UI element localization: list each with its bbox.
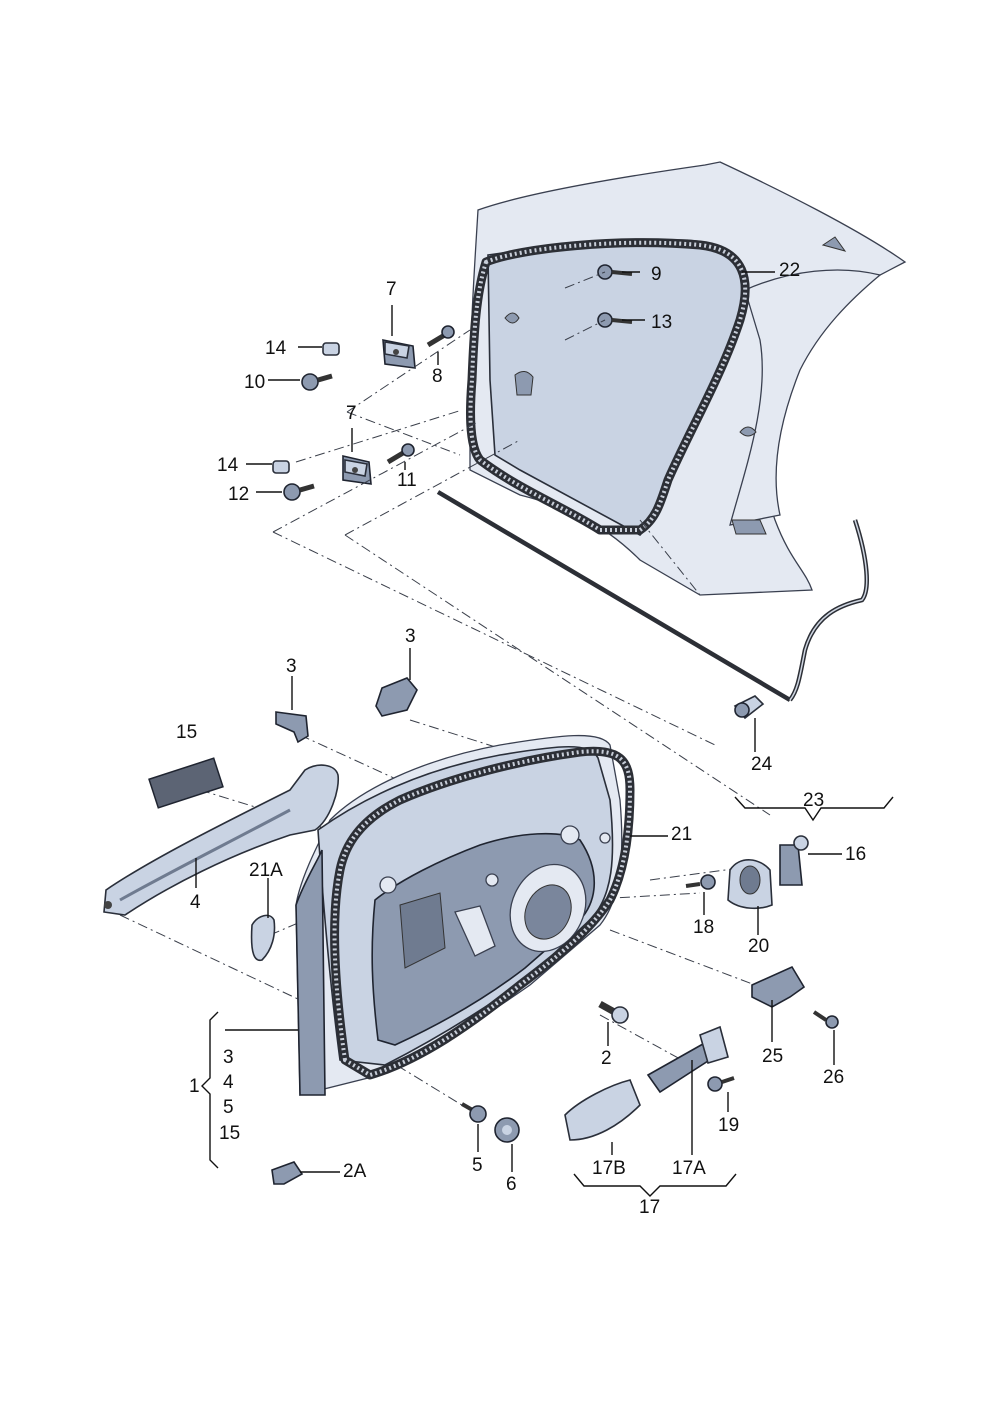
label-17A: 17A (672, 1158, 706, 1179)
bolt-5 (461, 1102, 487, 1123)
label-14-lower: 14 (217, 455, 239, 476)
bolt-12 (283, 483, 315, 501)
assembly-lines (119, 271, 771, 1111)
label-4: 4 (190, 892, 201, 913)
label-25: 25 (762, 1046, 784, 1067)
bolt-10 (301, 373, 333, 391)
stud-2 (598, 1000, 629, 1024)
label-15: 15 (176, 722, 198, 743)
bolt-9 (597, 264, 633, 280)
lower-hinge (342, 454, 372, 485)
label-24: 24 (751, 754, 773, 775)
label-18: 18 (693, 917, 715, 938)
brace-23 (734, 796, 894, 822)
label-3-left: 3 (286, 656, 297, 677)
label-9: 9 (651, 264, 662, 285)
part-16 (779, 835, 809, 886)
part-20 (727, 859, 773, 910)
brace-1 (201, 1011, 219, 1169)
label-21A: 21A (249, 860, 283, 881)
label-17B: 17B (592, 1158, 626, 1179)
label-17: 17 (639, 1197, 661, 1218)
clip-3a (275, 711, 309, 744)
label-1: 1 (189, 1076, 200, 1097)
bolt-8 (426, 325, 455, 348)
label-6: 6 (506, 1174, 517, 1195)
clip-2A (271, 1161, 304, 1185)
label-1-item-3: 3 (223, 1047, 234, 1068)
door-shell (295, 734, 623, 1096)
label-14-upper: 14 (265, 338, 287, 359)
label-7-lower: 7 (346, 403, 357, 424)
insulation-pad (148, 757, 224, 809)
label-13: 13 (651, 312, 673, 333)
door-seal (330, 746, 635, 1080)
label-8: 8 (432, 366, 443, 387)
grommet-24 (733, 695, 765, 720)
bolt-19 (707, 1076, 735, 1092)
label-2A: 2A (343, 1161, 367, 1182)
label-11: 11 (397, 470, 417, 491)
label-16: 16 (845, 844, 867, 865)
bracket-25 (751, 965, 806, 1008)
label-5: 5 (472, 1155, 483, 1176)
bolt-26 (812, 1010, 839, 1029)
label-2: 2 (601, 1048, 612, 1069)
door-check-17B (564, 1079, 641, 1141)
bolt-18 (685, 874, 716, 890)
label-1-item-5: 5 (223, 1097, 234, 1118)
brace-17 (573, 1173, 737, 1197)
pillar-seal (788, 519, 869, 702)
label-12: 12 (228, 484, 250, 505)
door-reinforcement (103, 764, 340, 916)
label-21: 21 (671, 824, 693, 845)
label-23: 23 (803, 790, 825, 811)
door-check-17A (646, 1025, 729, 1094)
bush-14a (322, 342, 340, 356)
label-3-right: 3 (405, 626, 416, 647)
cover-21A (250, 914, 276, 962)
clip-3b (375, 677, 418, 717)
upper-hinge (382, 339, 416, 369)
label-26: 26 (823, 1067, 845, 1088)
label-22: 22 (779, 260, 801, 281)
nut-6 (494, 1117, 520, 1143)
label-1-item-15: 15 (219, 1123, 241, 1144)
bush-14b (272, 460, 290, 474)
door-opening-seal (465, 238, 750, 535)
label-20: 20 (748, 936, 770, 957)
bolt-11 (386, 443, 415, 465)
label-1-item-4: 4 (223, 1072, 234, 1093)
label-19: 19 (718, 1115, 740, 1136)
sill-seal-strip (436, 490, 792, 702)
leader-lines (195, 271, 842, 1173)
body-side-panel (469, 161, 907, 596)
label-10: 10 (244, 372, 266, 393)
label-7-upper: 7 (386, 279, 397, 300)
